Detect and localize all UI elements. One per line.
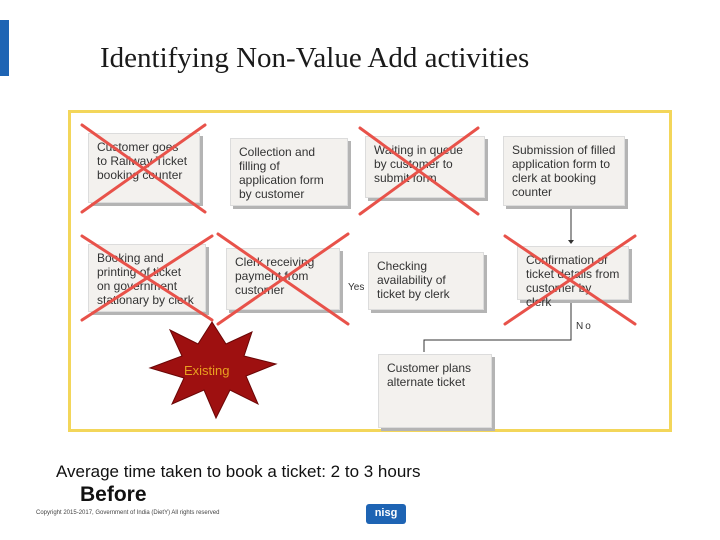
connector-arrowhead [568, 240, 574, 244]
step-customer-goes-to-counter: Customer goes to Railway Ticket booking … [88, 133, 200, 203]
step-text: Checking availability of ticket by clerk [377, 259, 450, 301]
label-no: No [576, 321, 593, 332]
slide-title: Identifying Non-Value Add activities [100, 42, 530, 74]
average-time-text: Average time taken to book a ticket: 2 t… [56, 462, 421, 481]
step-checking-availability: Checking availability of ticket by clerk [368, 252, 484, 310]
cross-mark [80, 234, 214, 322]
nisg-logo: nisg [366, 504, 406, 524]
label-yes: Yes [348, 282, 365, 293]
step-text: Submission of filled application form to… [512, 143, 616, 199]
cross-mark [80, 123, 207, 214]
before-label: Before [80, 483, 147, 506]
step-submission-of-form: Submission of filled application form to… [503, 136, 625, 206]
step-customer-plans-alternate: Customer plans alternate ticket [378, 354, 492, 428]
step-text: Customer plans alternate ticket [387, 361, 472, 389]
step-text: Collection and filling of application fo… [239, 145, 324, 201]
process-frame [68, 110, 672, 432]
cross-mark [503, 234, 637, 326]
cross-mark [216, 232, 350, 326]
step-collection-filling-form: Collection and filling of application fo… [230, 138, 348, 206]
connector-confirm-to-no [423, 292, 572, 352]
cross-mark [358, 126, 480, 216]
existing-star-label: Existing [184, 363, 230, 378]
copyright-text: Copyright 2015-2017, Government of India… [36, 510, 220, 516]
existing-star-shape [148, 321, 278, 420]
title-accent-bar [0, 20, 9, 76]
